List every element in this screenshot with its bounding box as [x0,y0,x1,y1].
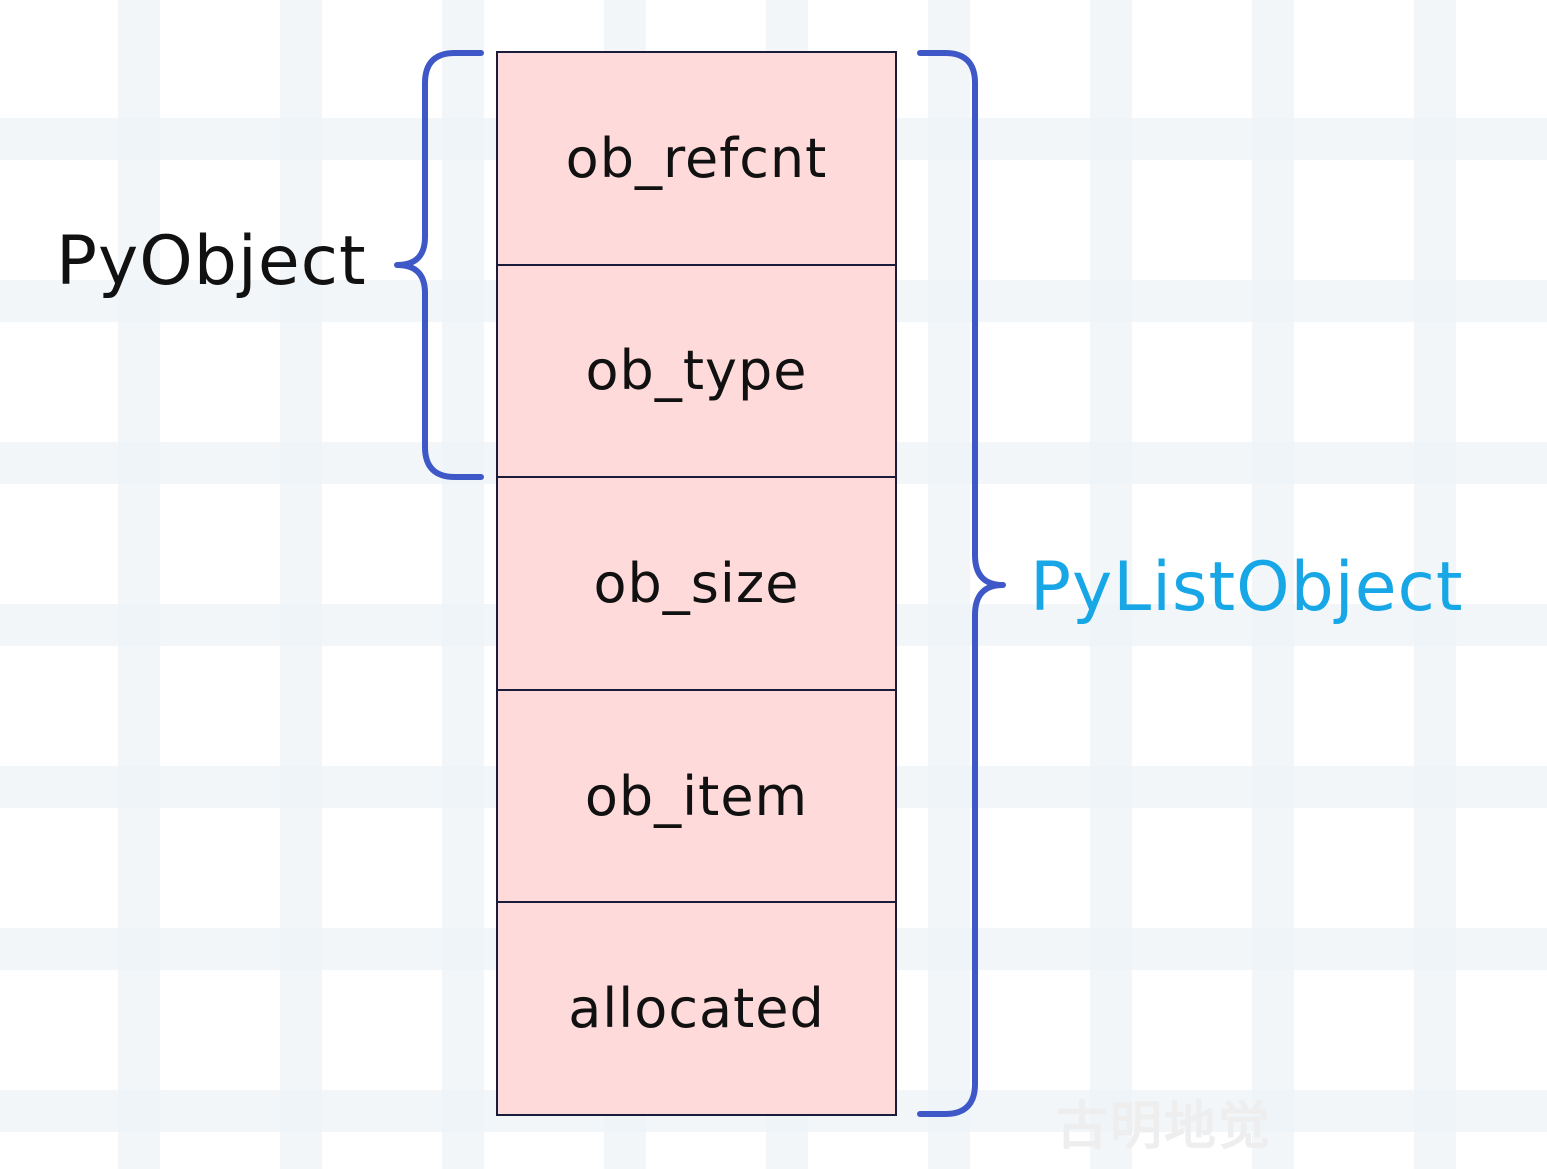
field-ob-type: ob_type [498,263,895,477]
field-ob-refcnt: ob_refcnt [565,126,828,190]
left-brace-pyobject [394,50,484,480]
field-ob-size: ob_size [498,476,895,689]
right-brace-pylistobject [917,50,1006,1117]
pyobject-label: PyObject [56,222,367,301]
pylistobject-label: PyListObject [1030,548,1464,627]
field-ob-item: ob_item [498,688,895,902]
struct-field-stack: ob_refcnt ob_type ob_size ob_item alloca… [496,51,897,1116]
field-allocated: allocated [498,901,895,1114]
watermark-text: 古明地觉 [1056,1097,1273,1157]
